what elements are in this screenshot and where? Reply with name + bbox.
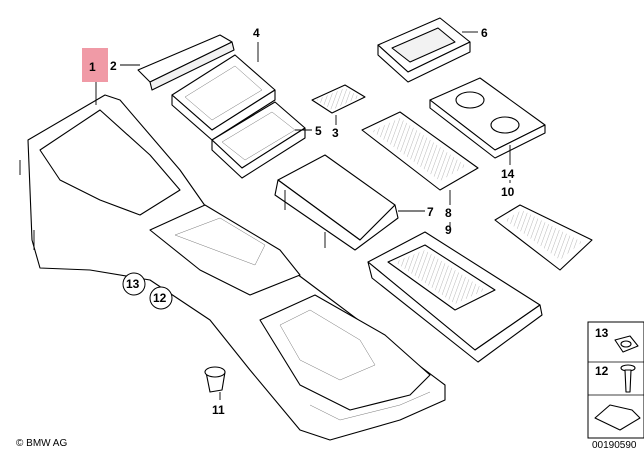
circled-label-12: 12 <box>149 286 173 310</box>
label-7: 7 <box>427 205 434 219</box>
nut-icon <box>614 335 639 353</box>
armrest-lid[interactable] <box>274 154 399 251</box>
rubber-mat[interactable] <box>494 204 593 271</box>
label-5: 5 <box>315 124 322 138</box>
label-4: 4 <box>253 26 260 40</box>
label-9: 9 <box>445 223 452 237</box>
legend-label-12: 12 <box>595 364 609 378</box>
label-3: 3 <box>332 126 339 140</box>
cup-tray[interactable] <box>211 101 306 179</box>
arrow-icon <box>594 404 641 431</box>
clip-part[interactable] <box>204 366 226 393</box>
highlight-box <box>82 48 108 82</box>
label-14: 14 <box>501 167 515 181</box>
label-1: 1 <box>89 60 96 74</box>
cup-holder-insert[interactable] <box>429 77 546 159</box>
svg-text:12: 12 <box>153 291 167 305</box>
ribbed-mat[interactable] <box>361 111 479 191</box>
copyright-text: © BMW AG <box>16 438 67 449</box>
leader-lines <box>95 31 511 400</box>
circled-label-13: 13 <box>122 272 146 296</box>
trim-strip[interactable] <box>137 34 235 91</box>
label-6: 6 <box>481 26 488 40</box>
label-11: 11 <box>212 403 225 417</box>
part-labels: 1 2 4 6 5 3 14 10 7 8 9 11 <box>89 26 515 417</box>
legend-label-13: 13 <box>595 326 609 340</box>
switch-panel[interactable] <box>377 17 471 83</box>
small-mat[interactable] <box>311 84 366 114</box>
armrest-cover[interactable] <box>367 231 543 363</box>
svg-text:13: 13 <box>126 277 140 291</box>
label-10: 10 <box>501 185 515 199</box>
label-2: 2 <box>110 59 117 73</box>
screw-icon <box>620 364 636 393</box>
center-console-body[interactable] <box>19 94 446 441</box>
storage-tray-upper[interactable] <box>171 54 276 141</box>
label-8: 8 <box>445 206 452 220</box>
diagram-id: 00190590 <box>592 440 637 451</box>
hardware-legend: 13 12 <box>587 321 644 439</box>
